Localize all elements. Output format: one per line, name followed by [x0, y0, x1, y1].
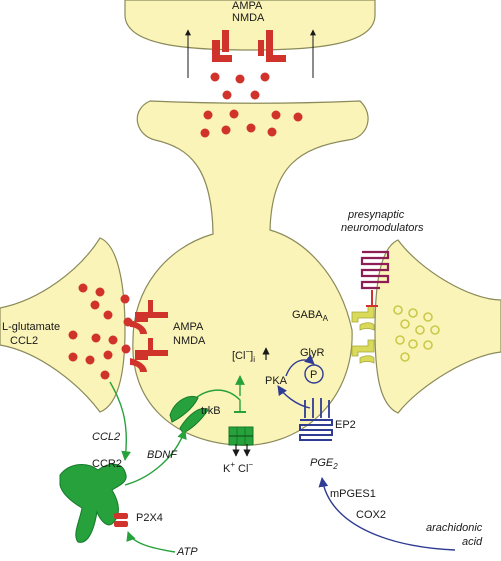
ep2-receptor — [299, 419, 333, 441]
left-presynaptic-terminal — [0, 237, 126, 413]
central-neuron — [132, 100, 369, 446]
top-nmda-label: NMDA — [232, 12, 265, 24]
kcc2-transporter — [228, 426, 254, 446]
phosphate-label: P — [310, 369, 317, 381]
pka-to-glyr-arrow — [285, 354, 315, 377]
pge2-label: PGE2 — [310, 457, 338, 471]
ep2-intracellular-loops — [304, 398, 330, 418]
presynaptic-label-line2: neuromodulators — [341, 222, 424, 234]
arachidonic-to-pge2-arrow — [318, 477, 456, 551]
top-cleft-glutamate — [210, 72, 270, 100]
top-ampa-label: AMPA — [232, 0, 263, 12]
cox2-label: COX2 — [356, 509, 386, 521]
bdnf-label: BDNF — [147, 449, 178, 461]
left-cleft-glutamate — [120, 294, 133, 354]
mid-nmda-label: NMDA — [173, 335, 206, 347]
presynaptic-label-line1: presynaptic — [347, 209, 405, 221]
mid-nmda-receptor — [130, 338, 168, 372]
mid-ampa-receptor — [130, 300, 168, 334]
right-terminal-vesicles — [393, 305, 440, 362]
pka-label: PKA — [265, 375, 288, 387]
neuromodulator-receptor — [360, 250, 390, 290]
microglia-cell — [59, 463, 127, 543]
ep2-label: EP2 — [335, 419, 356, 431]
bdnf-to-trkb-arrow — [124, 429, 187, 486]
neuromodulator-inhibit-bar — [366, 290, 378, 307]
arachidonic-label-line2: acid — [462, 536, 483, 548]
glyr-receptor — [351, 339, 375, 364]
chloride-concentration-label: [Cl−]i — [232, 347, 255, 364]
arachidonic-label-line1: arachidonic — [426, 522, 483, 534]
trkb-receptor — [169, 395, 209, 434]
top-nmda-receptor — [258, 30, 286, 62]
ccl2-arrow-label: CCL2 — [92, 431, 120, 443]
atp-to-p2x4-arrow — [126, 531, 176, 553]
ccr2-label: CCR2 — [92, 458, 122, 470]
gaba-a-receptor — [351, 305, 375, 331]
gaba-a-label: GABAA — [292, 309, 329, 323]
presynaptic-top-vesicles — [200, 109, 303, 138]
p2x4-channel — [114, 513, 128, 527]
ccl2-left-label: CCL2 — [10, 335, 38, 347]
glyr-label: GlyR — [300, 347, 325, 359]
atp-label: ATP — [176, 546, 198, 558]
ep2-to-pka-arrow — [277, 385, 311, 409]
k-cl-label: K+Cl− — [223, 460, 253, 475]
l-glutamate-label: L-glutamate — [2, 321, 60, 333]
p2x4-label: P2X4 — [136, 512, 163, 524]
mid-ampa-label: AMPA — [173, 321, 204, 333]
phosphate-circle — [304, 364, 324, 384]
trkb-label: trkB — [201, 405, 221, 417]
left-terminal-vesicles — [68, 283, 118, 380]
top-ampa-receptor — [212, 30, 232, 62]
ccl2-to-ccr2-arrow — [109, 381, 131, 461]
mpges1-label: mPGES1 — [330, 488, 376, 500]
